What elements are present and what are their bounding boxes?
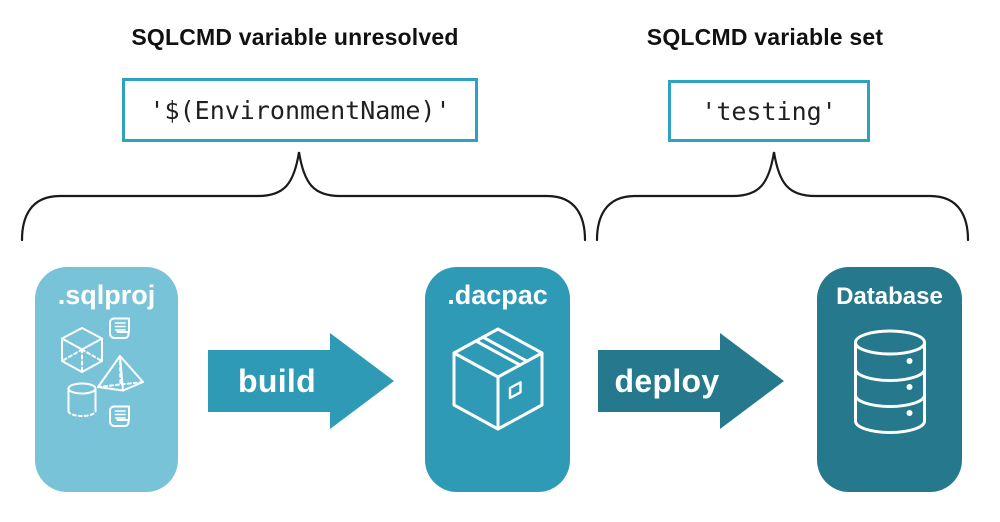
build-arrow-shape bbox=[208, 333, 394, 429]
card-sqlproj: .sqlproj bbox=[35, 267, 178, 492]
deploy-arrow: deploy bbox=[598, 333, 784, 429]
codebox-resolved: 'testing' bbox=[668, 80, 870, 142]
sqlproj-objects-icons bbox=[60, 317, 144, 427]
deploy-arrow-shape bbox=[598, 333, 784, 429]
cylinder-icon bbox=[67, 382, 96, 417]
codebox-unresolved: '$(EnvironmentName)' bbox=[122, 78, 478, 142]
pyramid-icon bbox=[96, 355, 144, 392]
database-icon bbox=[853, 329, 926, 434]
card-dacpac-title: .dacpac bbox=[447, 280, 548, 310]
deploy-arrow-label: deploy bbox=[614, 362, 720, 399]
card-dacpac: .dacpac bbox=[425, 267, 570, 492]
card-database-title: Database bbox=[836, 283, 943, 310]
code-unresolved-value: '$(EnvironmentName)' bbox=[149, 95, 451, 125]
card-database: Database bbox=[817, 267, 962, 492]
build-arrow: build bbox=[208, 333, 394, 429]
card-sqlproj-title: .sqlproj bbox=[57, 280, 156, 310]
cube-icon bbox=[60, 327, 103, 373]
braces-graphic bbox=[20, 151, 970, 242]
code-resolved-value: 'testing' bbox=[701, 96, 837, 126]
left-brace bbox=[20, 151, 587, 242]
package-icon bbox=[452, 327, 543, 431]
heading-unresolved: SQLCMD variable unresolved bbox=[131, 24, 459, 50]
build-arrow-label: build bbox=[238, 362, 316, 399]
heading-resolved: SQLCMD variable set bbox=[646, 24, 884, 50]
right-brace bbox=[595, 151, 970, 242]
script-icon bbox=[108, 317, 130, 339]
script-icon bbox=[108, 405, 130, 427]
